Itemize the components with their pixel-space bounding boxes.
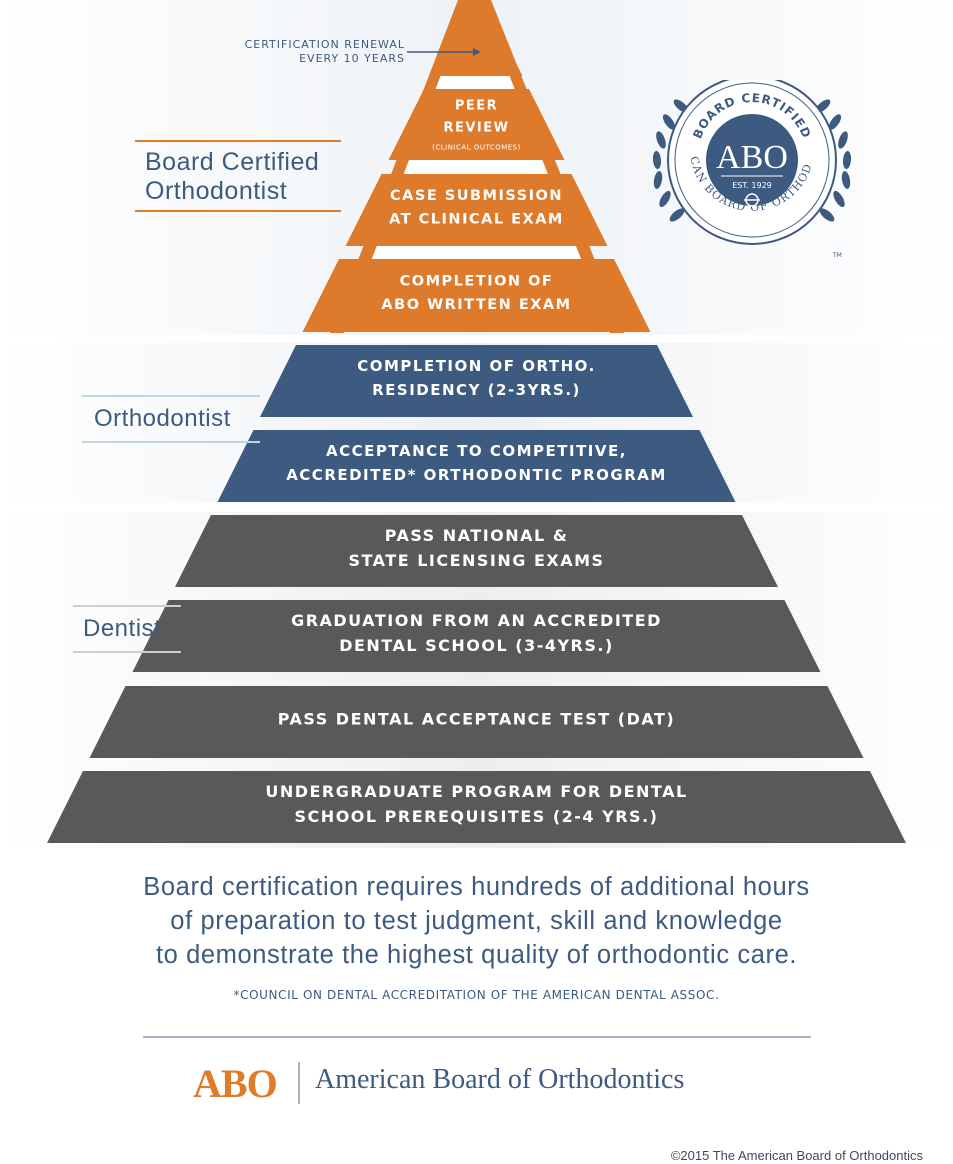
certification-statement: Board certification requires hundreds of…	[40, 870, 913, 972]
abo-board-certified-seal: BOARD CERTIFIED AMERICAN BOARD OF ORTHOD…	[643, 80, 852, 259]
copyright-notice: ©2015 The American Board of Orthodontics	[670, 1148, 923, 1163]
seal-center	[706, 114, 798, 206]
pyramid-tier-7-label-1: PASS NATIONAL &	[385, 526, 569, 545]
abo-logo-mark: ABO	[193, 1061, 278, 1106]
pyramid-tier-10-label-1: UNDERGRADUATE PROGRAM FOR DENTAL	[265, 782, 687, 801]
statement-line-2: of preparation to test judgment, skill a…	[170, 907, 783, 935]
pyramid-tier-3-label-1: CASE SUBMISSION	[390, 188, 563, 204]
pyramid-tier-7-label-2: STATE LICENSING EXAMS	[348, 551, 604, 570]
level-label-board-line-2: Orthodontist	[145, 177, 288, 205]
seal-trademark: TM	[832, 252, 842, 259]
level-label-dentist: Dentist	[73, 605, 181, 653]
pyramid-tier-4-label-1: COMPLETION OF	[400, 274, 554, 290]
level-label-orthodontist: Orthodontist	[82, 395, 260, 443]
renewal-line-2: EVERY 10 YEARS	[299, 52, 405, 65]
pyramid-tier-3-label-2: AT CLINICAL EXAM	[389, 212, 564, 228]
pyramid-tier-10-label-2: SCHOOL PREREQUISITES (2-4 YRS.)	[295, 807, 659, 826]
pyramid-tier-5-label-1: COMPLETION OF ORTHO.	[357, 357, 596, 375]
level-label-board-certified: Board Certified Orthodontist	[135, 140, 341, 212]
pyramid-tier-9	[89, 686, 864, 758]
pyramid-tier-2	[388, 89, 565, 160]
pyramid-tier-7	[175, 515, 778, 587]
certification-pyramid: PEER REVIEW (CLINICAL OUTCOMES) CASE SUBMIS…	[47, 0, 906, 843]
footer-divider	[143, 1036, 811, 1038]
abo-logo-name: American Board of Orthodontics	[315, 1064, 685, 1095]
renewal-line-1: CERTIFICATION RENEWAL	[244, 38, 405, 51]
pyramid-tiers: PEER REVIEW (CLINICAL OUTCOMES) CASE SUBMIS…	[47, 6, 906, 843]
renewal-arrow-icon	[407, 48, 481, 56]
pyramid-tier-2-label-2: REVIEW	[443, 121, 509, 136]
pyramid-tier-10	[47, 771, 906, 843]
seal-inner-ring	[674, 82, 830, 238]
seal-established: EST. 1929	[732, 181, 772, 190]
pyramid-tier-2-label-1: PEER	[455, 99, 498, 114]
pyramid-tier-4-label-2: ABO WRITTEN EXAM	[381, 297, 571, 313]
statement-line-1: Board certification requires hundreds of…	[143, 873, 810, 901]
pyramid-tier-8-label-1: GRADUATION FROM AN ACCREDITED	[291, 611, 662, 630]
pyramid-tier-2-sublabel: (CLINICAL OUTCOMES)	[432, 144, 521, 152]
pyramid-tier-6	[217, 430, 736, 502]
pyramid-tier-8-label-2: DENTAL SCHOOL (3-4YRS.)	[339, 636, 614, 655]
pyramid-tier-3	[345, 174, 608, 246]
seal-monogram: ABO	[716, 139, 788, 176]
pyramid-tier-4	[302, 259, 651, 332]
statement-line-3: to demonstrate the highest quality of or…	[155, 941, 798, 969]
renewal-note: CERTIFICATION RENEWAL EVERY 10 YEARS	[240, 38, 405, 66]
pyramid-outline-gap	[344, 8, 610, 333]
logo-separator	[298, 1062, 300, 1104]
level-label-board-line-1: Board Certified	[145, 148, 320, 176]
pyramid-tier-8	[132, 600, 821, 672]
pyramid-tier-9-label-1: PASS DENTAL ACCEPTANCE TEST (DAT)	[278, 710, 675, 729]
pyramid-tier-5	[260, 345, 693, 417]
pyramid-tier-6-label-2: ACCREDITED* ORTHODONTIC PROGRAM	[286, 466, 667, 484]
accreditation-footnote: *COUNCIL ON DENTAL ACCREDITATION OF THE …	[233, 988, 720, 1002]
pyramid-tier-5-label-2: RESIDENCY (2-3YRS.)	[372, 381, 581, 399]
seal-emblem-icon	[744, 193, 760, 207]
pyramid-tier-1	[430, 6, 523, 76]
pyramid-tier-6-label-1: ACCEPTANCE TO COMPETITIVE,	[326, 442, 627, 460]
